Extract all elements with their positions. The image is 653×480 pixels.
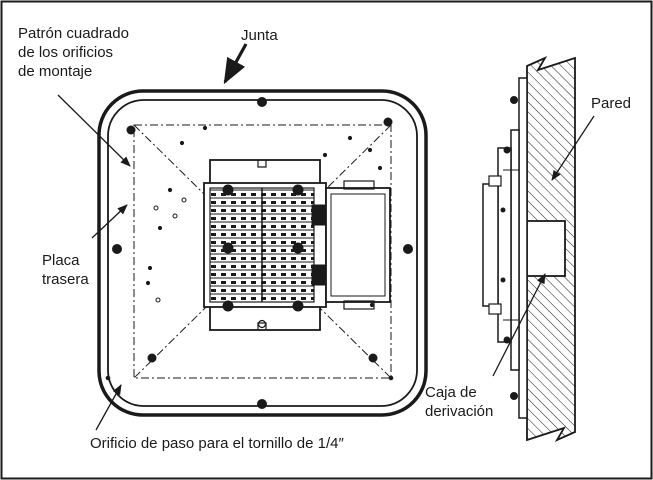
mounting-pattern-square (133, 124, 392, 379)
label-wall: Pared (591, 95, 632, 112)
driver-box (325, 187, 391, 303)
label-gasket: Junta (241, 27, 278, 44)
arrow-mounting-pattern (57, 94, 131, 167)
label-backplate: Placa trasera (42, 252, 89, 288)
gasket-outline (97, 89, 428, 417)
front-view (97, 89, 428, 417)
arrow-wall (551, 115, 595, 181)
label-through-hole: Orificio de paso para el tornillo de 1/4… (90, 435, 344, 452)
junction-box (526, 220, 566, 277)
arrow-through-hole (95, 384, 122, 431)
side-view (482, 56, 576, 442)
leader-arrows (57, 43, 595, 431)
arrow-backplate (91, 204, 128, 239)
label-mounting-pattern: Patrón cuadrado de los orificios de mont… (18, 25, 129, 80)
arrow-junction-box (492, 273, 546, 377)
arrow-gasket (223, 43, 248, 85)
label-junction-box: Caja de derivación (425, 384, 494, 420)
